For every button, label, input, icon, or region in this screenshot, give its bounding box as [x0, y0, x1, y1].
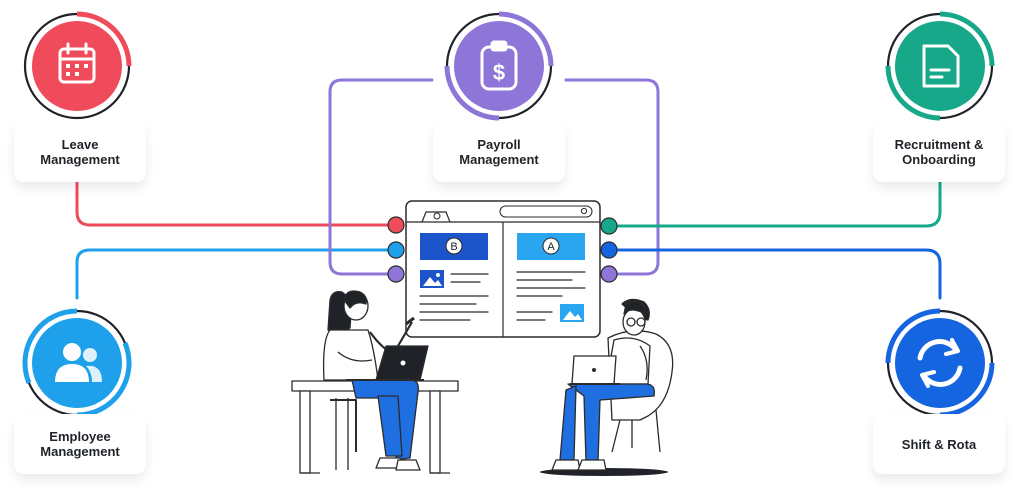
card-shadow [14, 122, 146, 182]
recruitment-icon-badge [885, 11, 995, 121]
dot-employee [387, 241, 405, 259]
connector-payroll-right [564, 78, 660, 276]
module-label: Leave Management [40, 137, 120, 167]
dot-leave [387, 216, 405, 234]
refresh-icon [917, 338, 963, 388]
leave-icon-badge [23, 11, 132, 120]
dot-payroll-left [387, 265, 405, 283]
search-icon [580, 207, 588, 215]
dot-payroll-right [600, 265, 618, 283]
module-label: Employee Management [40, 429, 120, 459]
connector-recruitment [606, 180, 942, 228]
connector-leave [75, 178, 394, 227]
module-employee-management: Employee Management [14, 414, 146, 474]
dot-recruitment [600, 217, 618, 235]
man-in-chair-illustration [540, 298, 674, 476]
dot-shift [600, 241, 618, 259]
module-recruitment-onboarding: Recruitment & Onboarding [873, 122, 1005, 182]
module-label: Payroll Management [459, 137, 539, 167]
module-shift-rota: Shift & Rota [873, 414, 1005, 474]
shift-icon-badge [885, 308, 995, 418]
connector-shift [606, 248, 942, 300]
card-shadow [14, 414, 146, 474]
badge-a: A [547, 241, 555, 253]
woman-at-desk-illustration [291, 290, 459, 474]
module-label: Recruitment & Onboarding [894, 137, 984, 167]
card-shadow [873, 122, 1005, 182]
svg-text:$: $ [493, 60, 505, 85]
module-label: Shift & Rota [901, 436, 977, 452]
comparison-window: B A [405, 200, 601, 338]
connector-employee [75, 248, 394, 300]
card-shadow [873, 414, 1005, 474]
connector-payroll-left [328, 78, 434, 276]
users-icon [55, 343, 102, 382]
payroll-icon-badge: $ [444, 11, 554, 121]
document-icon [922, 44, 960, 88]
calendar-icon [58, 42, 96, 84]
clipboard-dollar-icon [480, 40, 518, 91]
card-shadow [433, 122, 565, 182]
module-leave-management: Leave Management [14, 122, 146, 182]
badge-b: B [450, 241, 457, 253]
address-bar [499, 205, 593, 218]
employee-icon-badge [22, 308, 132, 418]
module-payroll-management: Payroll Management [433, 122, 565, 182]
